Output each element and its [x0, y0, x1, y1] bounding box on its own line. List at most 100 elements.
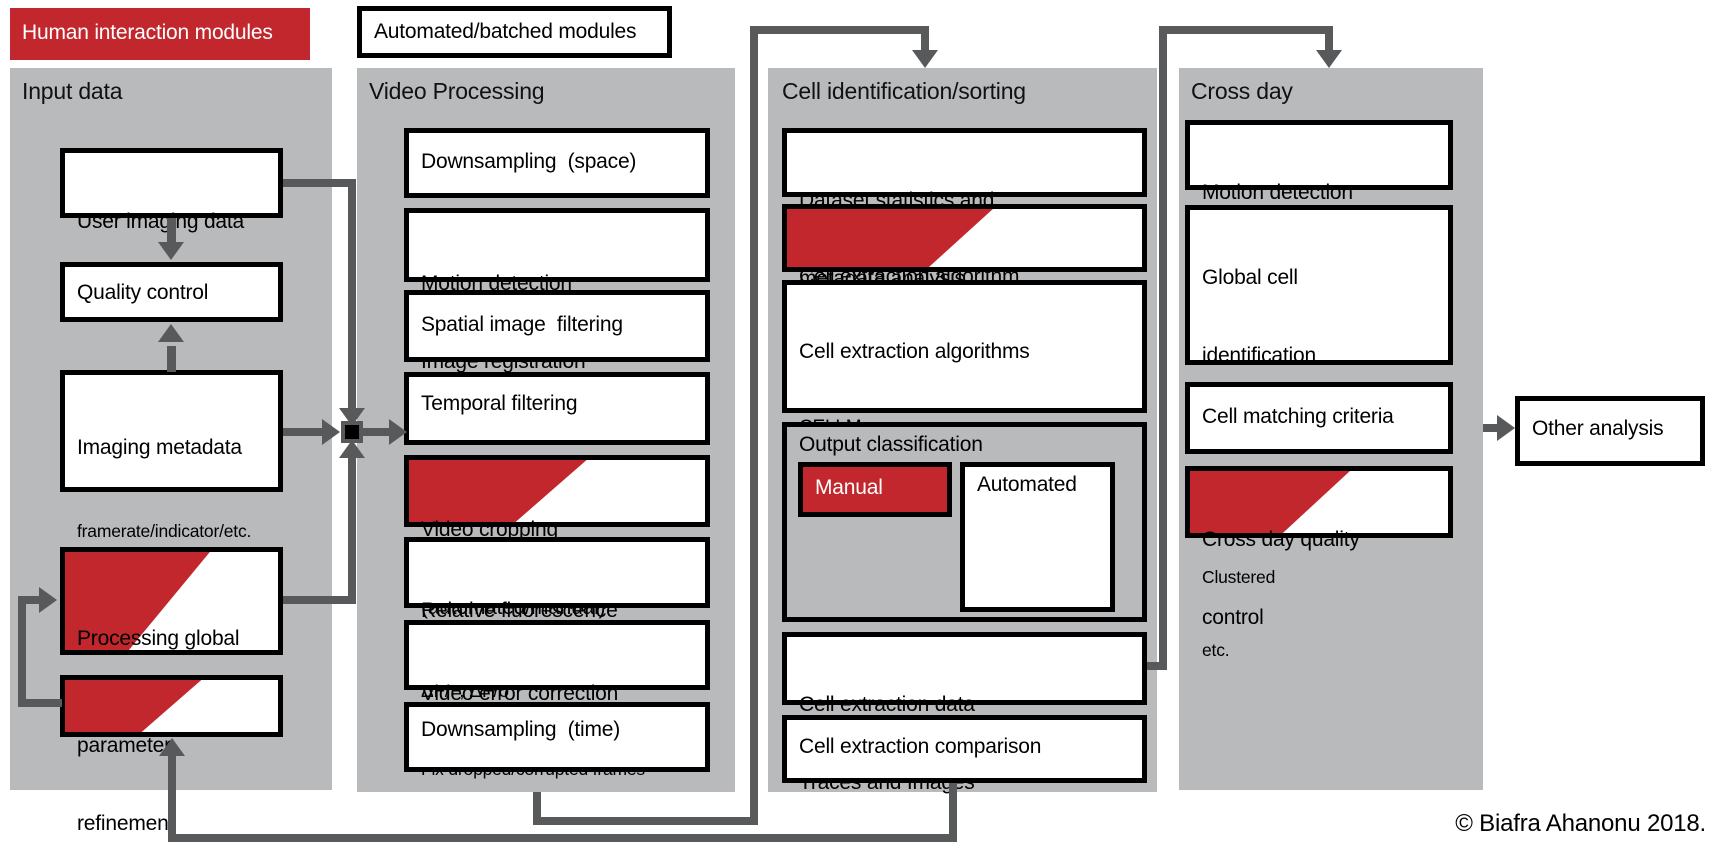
node-cross-day-quality-control: Cross day quality control [1185, 466, 1453, 629]
copyright-credit: © Biafra Ahanonu 2018. [1455, 810, 1706, 837]
node-label: Processing global [77, 627, 240, 650]
red-diagonal [65, 552, 210, 650]
node-cell-extraction-algorithms: Cell extraction algorithms CELLMax PCA-I… [782, 280, 1147, 662]
arrowhead-right [322, 419, 340, 445]
cross-day-title: Cross day [1191, 78, 1293, 104]
red-diagonal [409, 460, 587, 522]
node-label: Video error correction [421, 682, 619, 705]
node-label: Relative fluorescence [421, 599, 618, 622]
node-automated-classification: Automated [960, 462, 1115, 612]
node-label: refinement [77, 812, 175, 835]
connector-vp-bottom-h [533, 817, 758, 825]
connector-junction-right [362, 428, 390, 436]
node-label: Cell extraction data [799, 693, 975, 716]
connector-vp-top-h [750, 26, 929, 34]
connector-user-to-quality [167, 218, 176, 244]
node-label: Cell extraction algorithms [799, 340, 1030, 363]
connector-ced-up-v [1159, 26, 1167, 670]
node-video-cropping: Video cropping (automated/manual) [404, 455, 710, 619]
node-crossday-motion-detection: Motion detection Registration [1185, 120, 1453, 282]
node-label: Temporal filtering [421, 392, 578, 415]
arrowhead-right [1497, 415, 1515, 441]
red-diagonal [1190, 471, 1350, 533]
node-cell-extraction-algorithm-selection: Cell extraction algorithm selection [782, 204, 1147, 366]
group-title: Output classification [799, 433, 983, 456]
connector-vp-down-stub [921, 34, 929, 52]
node-label: Imaging metadata [77, 436, 242, 459]
node-sublabel: framerate/indicator/etc. [77, 521, 252, 541]
connector-vp-bottom-stub [533, 792, 541, 825]
node-relative-fluorescence: Relative fluorescence ΔF/F, ΔF/σ [404, 537, 710, 702]
node-downsampling-time: Downsampling (time) [404, 702, 710, 772]
connector-junction-v-top [348, 179, 356, 410]
node-sublabel: etc. [1202, 640, 1230, 660]
connector-other-h [1483, 424, 1499, 432]
node-label: Downsampling (space) [421, 150, 637, 173]
legend-human-interaction: Human interaction modules [10, 8, 310, 60]
connector-feedback-h [168, 834, 957, 842]
node-quality-control: Quality control [60, 262, 283, 322]
connector-feedback-stub [949, 783, 957, 842]
node-label: Cell matching criteria [1202, 405, 1394, 428]
group-output-classification: Output classification Manual Automated [782, 422, 1147, 622]
arrowhead-down [912, 50, 938, 68]
connector-junction-v-bottom [348, 456, 356, 604]
connector-metadata-right-h [283, 428, 323, 436]
connector-vp-up-v [750, 26, 758, 825]
connector-feedback-v [168, 754, 176, 838]
node-label: Cell extraction comparison [799, 735, 1042, 758]
node-label: Quality control [77, 281, 209, 304]
node-user-imaging-data: User imaging data (xyt or xyzt) [60, 148, 283, 311]
node-sublabel: Clustered [1202, 567, 1276, 587]
arrowhead-down [1316, 50, 1342, 68]
red-diagonal [787, 209, 993, 267]
node-cell-extraction-comparison: Cell extraction comparison [782, 715, 1147, 783]
red-diagonal [65, 680, 202, 732]
arrowhead-right [39, 587, 57, 613]
node-video-error-correction: Video error correction Fix dropped/corru… [404, 620, 710, 779]
connector-ced-down-stub [1325, 34, 1333, 52]
node-global-cell-identification: Global cell identification Pairwise addi… [1185, 205, 1453, 660]
connector-refine-left-h [18, 699, 62, 707]
node-label: Global cell [1202, 266, 1298, 289]
node-label: Automated [977, 473, 1077, 496]
node-motion-detection-registration: Motion detection Image registration [404, 208, 710, 373]
node-label: Cross day quality [1202, 528, 1360, 551]
node-temporal-filtering: Temporal filtering [404, 372, 710, 445]
arrowhead-right [389, 419, 407, 445]
connector-ced-right-h [1147, 662, 1167, 670]
node-processing-global-parameter-file: Processing global parameter file [60, 547, 283, 728]
input-data-title: Input data [22, 78, 123, 104]
node-imaging-metadata: Imaging metadata framerate/indicator/etc… [60, 370, 283, 614]
arrowhead-up [339, 440, 365, 458]
legend-automated-batched: Automated/batched modules [357, 6, 672, 58]
connector-global-right-h [283, 596, 356, 604]
node-label: identification [1202, 344, 1316, 367]
connector-refine-left-v [18, 596, 26, 707]
node-label: Motion detection [1202, 181, 1353, 204]
node-manual-classification: Manual [798, 462, 952, 517]
legend-automated-label: Automated/batched modules [374, 20, 637, 43]
node-label: Downsampling (time) [421, 718, 621, 741]
node-cell-matching-criteria: Cell matching criteria [1185, 382, 1453, 454]
node-label: control [1202, 606, 1264, 629]
arrowhead-up [158, 324, 184, 342]
legend-human-label: Human interaction modules [22, 21, 273, 44]
node-other-analysis: Other analysis [1515, 396, 1705, 466]
node-spatial-image-filtering: Spatial image filtering [404, 290, 710, 362]
node-label: Spatial image filtering [421, 313, 623, 336]
junction-node [345, 425, 359, 439]
node-label: Motion detection [421, 272, 572, 295]
connector-user-right-h [283, 179, 356, 187]
node-parameter-refinement: parameter refinement [60, 675, 283, 835]
arrowhead-up [159, 738, 185, 756]
video-processing-title: Video Processing [369, 78, 545, 104]
node-dataset-statistics: Dataset statistics and metadata analysis [782, 128, 1147, 290]
node-label: Manual [815, 476, 883, 499]
connector-ced-top-h [1159, 26, 1333, 34]
node-label: User imaging data [77, 210, 245, 233]
connector-refine-top-h [18, 596, 40, 604]
node-label: parameter [77, 734, 171, 757]
node-downsampling-space: Downsampling (space) [404, 128, 710, 198]
